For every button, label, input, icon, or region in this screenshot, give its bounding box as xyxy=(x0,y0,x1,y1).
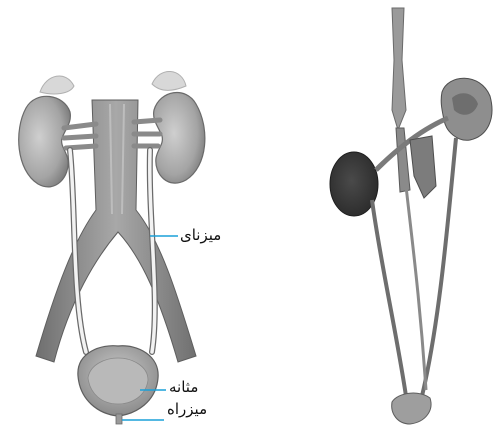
specimen-photo xyxy=(330,8,492,424)
illustration-diagram xyxy=(19,71,205,424)
urethra xyxy=(116,414,122,424)
urethra-label: میزراه xyxy=(167,400,207,418)
photo-left-ureter xyxy=(372,200,406,396)
photo-vessel-trunk xyxy=(392,8,406,130)
photo-vessel-lower xyxy=(396,128,410,192)
right-kidney xyxy=(154,93,205,184)
right-adrenal-gland xyxy=(152,71,186,90)
photo-bladder xyxy=(392,393,431,424)
photo-left-kidney xyxy=(330,152,378,216)
left-kidney xyxy=(19,96,71,187)
photo-vessel-branch xyxy=(406,186,426,390)
photo-adrenal xyxy=(410,136,436,198)
ureter-label: میزنای xyxy=(180,226,221,244)
left-adrenal-gland xyxy=(40,76,74,94)
left-renal-vessels xyxy=(64,124,96,148)
bladder-label: مثانه xyxy=(169,378,198,396)
